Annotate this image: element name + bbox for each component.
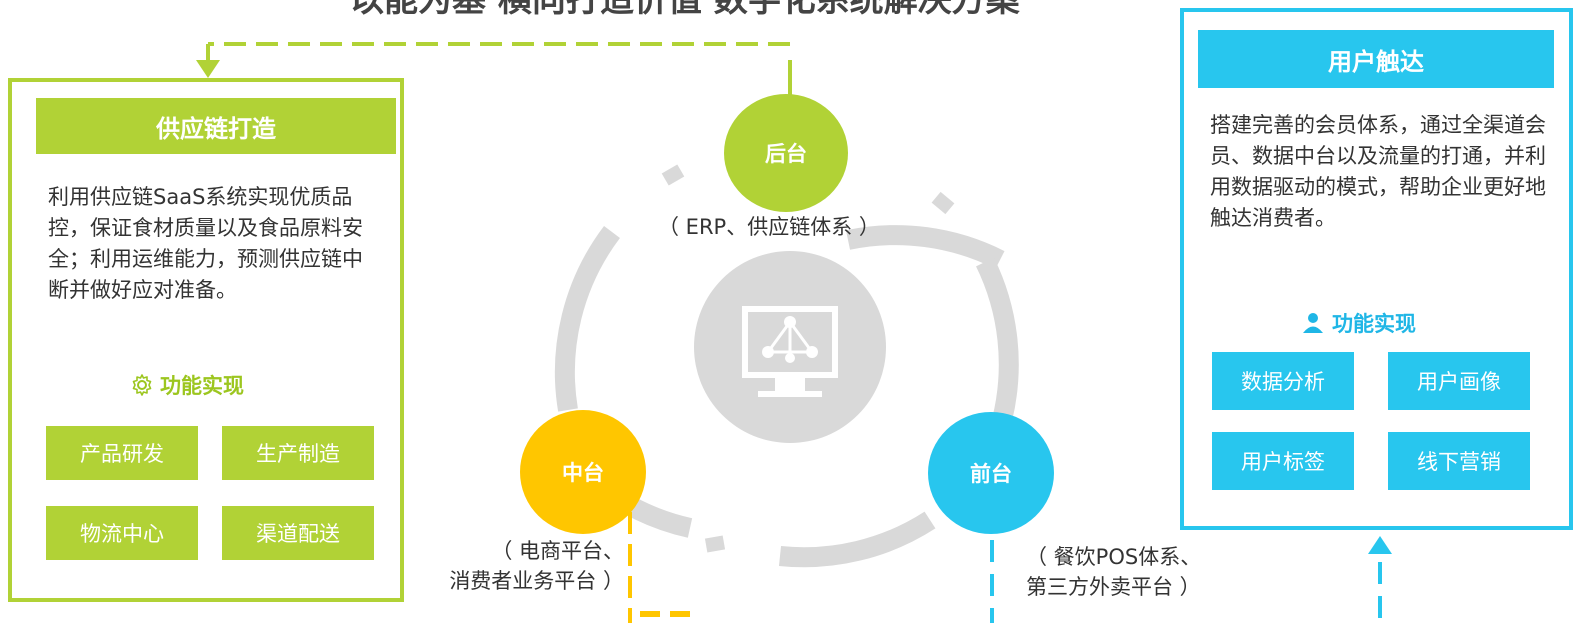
supply-chain-function-heading: 功能实现 <box>130 370 244 400</box>
ring-arc <box>975 257 1019 423</box>
supply-chain-description: 利用供应链SaaS系统实现优质品控，保证食材质量以及食品原料安全；利用运维能力，… <box>48 185 363 302</box>
node-front-caption-line2: 第三方外卖平台 ） <box>1026 575 1201 599</box>
supply-chain-title: 供应链打造 <box>36 98 396 154</box>
user-reach-function-title: 功能实现 <box>1332 312 1416 336</box>
ring-dash <box>704 535 726 553</box>
gear-icon <box>132 374 152 396</box>
monitor-network-icon <box>694 251 886 443</box>
node-back-label: 后台 <box>765 142 807 166</box>
supply-chain-function-title: 功能实现 <box>160 374 244 398</box>
function-user-tags-button[interactable]: 用户标签 <box>1212 432 1354 490</box>
node-middle-caption: （ 电商平台、 消费者业务平台 ） <box>424 536 624 596</box>
ring-dash <box>661 164 685 186</box>
function-logistics-button[interactable]: 物流中心 <box>46 506 198 560</box>
user-reach-function-heading: 功能实现 <box>1302 308 1416 338</box>
function-product-rd-button[interactable]: 产品研发 <box>46 426 198 480</box>
arrow-up-icon <box>1368 536 1392 554</box>
ring-arc <box>845 225 1005 269</box>
arrow-down-icon <box>196 60 220 78</box>
supply-chain-panel: 供应链打造 利用供应链SaaS系统实现优质品控，保证食材质量以及食品原料安全；利… <box>8 78 404 602</box>
node-back-caption: （ ERP、供应链体系 ） <box>658 215 880 239</box>
ring-arc <box>554 225 621 412</box>
node-front-caption: （ 餐饮POS体系、 第三方外卖平台 ） <box>1026 542 1201 602</box>
node-back[interactable]: 后台 <box>724 94 848 212</box>
user-reach-description: 搭建完善的会员体系，通过全渠道会员、数据中台以及流量的打通，并利用数据驱动的模式… <box>1210 113 1546 230</box>
node-front-caption-line1: （ 餐饮POS体系、 <box>1026 545 1202 569</box>
ring-arc <box>778 511 936 568</box>
function-manufacturing-button[interactable]: 生产制造 <box>222 426 374 480</box>
node-front[interactable]: 前台 <box>928 412 1054 534</box>
function-data-analysis-button[interactable]: 数据分析 <box>1212 352 1354 410</box>
function-distribution-button[interactable]: 渠道配送 <box>222 506 374 560</box>
function-offline-marketing-button[interactable]: 线下营销 <box>1388 432 1530 490</box>
function-user-profile-button[interactable]: 用户画像 <box>1388 352 1530 410</box>
node-front-label: 前台 <box>970 462 1012 486</box>
ring-dash <box>931 191 955 215</box>
node-middle-label: 中台 <box>562 461 604 485</box>
user-icon <box>1303 313 1323 333</box>
user-reach-title: 用户触达 <box>1198 30 1554 88</box>
node-middle-caption-line2: 消费者业务平台 ） <box>449 569 624 593</box>
node-middle[interactable]: 中台 <box>520 410 646 534</box>
user-reach-panel: 用户触达 搭建完善的会员体系，通过全渠道会员、数据中台以及流量的打通，并利用数据… <box>1180 8 1573 530</box>
node-middle-caption-line1: （ 电商平台、 <box>491 539 624 563</box>
